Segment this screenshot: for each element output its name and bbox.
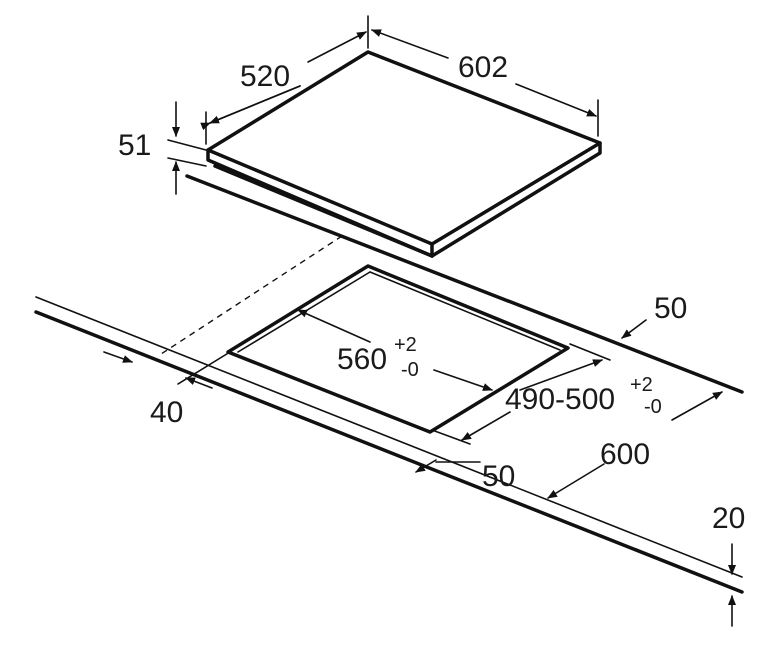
cutout-width-label: 560 <box>337 343 387 376</box>
hob-depth-dimension: 520 <box>200 15 369 145</box>
hob-width-dimension: 602 <box>371 29 599 137</box>
cutout-depth-tol-plus: +2 <box>630 374 653 396</box>
cutout-depth-tol-minus: -0 <box>644 396 662 418</box>
cutout-width-dimension: 560 +2 -0 <box>297 309 493 391</box>
cutout-width-tol-plus: +2 <box>394 334 417 356</box>
worktop <box>34 174 744 594</box>
side-gap-label: 40 <box>150 396 183 429</box>
rear-gap-dimension: 50 <box>621 292 687 339</box>
worktop-thickness-label: 20 <box>712 502 745 535</box>
cutout-depth-dimension: 490-500 +2 -0 <box>431 343 662 445</box>
front-gap-dimension: 50 <box>415 459 515 493</box>
front-gap-label: 50 <box>482 460 515 493</box>
rear-gap-label: 50 <box>654 292 687 325</box>
hob-depth-label: 520 <box>240 60 290 93</box>
worktop-thickness-dimension: 20 <box>712 502 745 627</box>
cutout-depth-label: 490-500 <box>505 383 615 416</box>
worktop-depth-label: 600 <box>600 438 650 471</box>
hob-plate <box>206 50 602 258</box>
side-gap-dimension: 40 <box>103 351 231 429</box>
cutout-width-tol-minus: -0 <box>401 359 419 381</box>
worktop-depth-dimension: 600 <box>547 391 723 499</box>
hob-height-dimension: 51 <box>118 101 207 195</box>
hob-height-label: 51 <box>118 129 151 162</box>
hob-width-label: 602 <box>458 51 508 84</box>
